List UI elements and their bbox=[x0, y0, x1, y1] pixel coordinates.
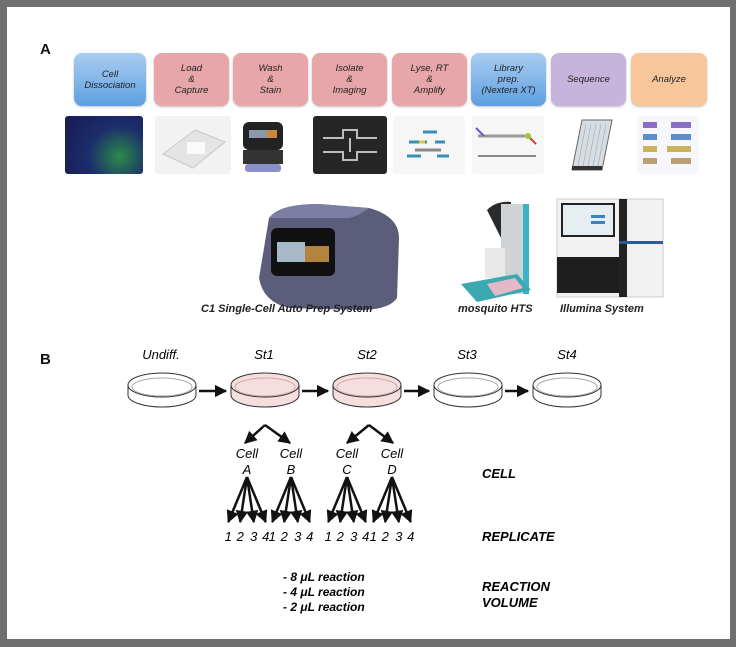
step-wash-stain: Wash & Stain bbox=[233, 53, 308, 106]
replicate-label: 3 bbox=[294, 529, 302, 544]
experiment-design-diagram: Undiff. St1 St2 St3 St4 bbox=[127, 347, 602, 614]
replicate-arrow bbox=[289, 476, 312, 524]
stage-title-st1: St1 bbox=[254, 347, 274, 362]
panel-b-label: B bbox=[40, 351, 51, 368]
replicate-label: 4 bbox=[362, 529, 369, 544]
replicate-label: 1 bbox=[370, 529, 377, 544]
replicate-label: 4 bbox=[306, 529, 313, 544]
caption-c1-system: C1 Single-Cell Auto Prep System bbox=[201, 303, 373, 315]
replicate-label: 4 bbox=[262, 529, 269, 544]
replicate-arrow bbox=[245, 476, 259, 524]
replicate-label: 3 bbox=[350, 529, 358, 544]
step-cell-dissociation: Cell Dissociation bbox=[74, 53, 146, 106]
flow-cell-image bbox=[566, 116, 618, 174]
stage-title-undiff: Undiff. bbox=[142, 347, 180, 362]
c1-system-image bbox=[249, 198, 401, 311]
step-lyse-rt-amplify: Lyse, RT & Amplify bbox=[392, 53, 467, 106]
level-label-replicate: REPLICATE bbox=[482, 529, 555, 544]
dish-st2 bbox=[332, 372, 402, 408]
replicate-arrow bbox=[226, 476, 249, 524]
replicate-label: 2 bbox=[381, 529, 390, 544]
cell-id: A bbox=[242, 462, 252, 477]
cell-word: Cell bbox=[280, 446, 304, 461]
stage-title-st2: St2 bbox=[357, 347, 377, 362]
level-label-cell: CELL bbox=[482, 466, 516, 481]
caption-illumina-system: Illumina System bbox=[560, 303, 644, 315]
replicate-arrow bbox=[345, 476, 359, 524]
replicate-arrow bbox=[326, 476, 349, 524]
cell-id: C bbox=[342, 462, 352, 477]
illumina-system-image bbox=[555, 197, 665, 299]
figure-canvas: A Cell Dissociation Load & Capture Wash … bbox=[7, 7, 730, 639]
cell-word: Cell bbox=[336, 446, 360, 461]
replicate-label: 1 bbox=[269, 529, 276, 544]
fluorescence-cells-image bbox=[65, 116, 143, 174]
cell-id: D bbox=[387, 462, 396, 477]
arrows-st2-to-cells bbox=[346, 424, 394, 444]
mosquito-hts-image bbox=[457, 198, 539, 306]
tagmentation-image bbox=[472, 116, 544, 174]
reaction-4ul: - 4 μL reaction bbox=[283, 585, 365, 599]
stage-title-st4: St4 bbox=[557, 347, 577, 362]
replicate-label: 3 bbox=[395, 529, 403, 544]
c1-chip-carrier-image bbox=[239, 116, 287, 174]
replicate-label: 1 bbox=[225, 529, 232, 544]
step-sequence: Sequence bbox=[551, 53, 626, 106]
dish-st4 bbox=[532, 372, 602, 408]
replicate-arrow bbox=[279, 476, 293, 524]
replicate-label: 2 bbox=[336, 529, 345, 544]
step-library-prep: Library prep. (Nextera XT) bbox=[471, 53, 546, 106]
reaction-2ul: - 2 μL reaction bbox=[283, 600, 365, 614]
caption-mosquito-hts: mosquito HTS bbox=[458, 303, 533, 315]
replicate-label: 2 bbox=[280, 529, 289, 544]
reaction-8ul: - 8 μL reaction bbox=[283, 570, 365, 584]
replicate-arrow bbox=[371, 476, 394, 524]
replicate-arrow bbox=[235, 476, 249, 524]
ifc-chip-image bbox=[155, 116, 231, 174]
panel-a-label: A bbox=[40, 41, 51, 58]
stage-title-st3: St3 bbox=[457, 347, 477, 362]
replicate-label: 1 bbox=[325, 529, 332, 544]
dish-st3 bbox=[433, 372, 503, 408]
replicate-arrow bbox=[289, 476, 303, 524]
replicate-arrow bbox=[380, 476, 394, 524]
dish-undiff bbox=[127, 372, 197, 408]
replicate-label: 2 bbox=[236, 529, 245, 544]
heatmap-analysis-image bbox=[637, 116, 699, 174]
replicate-arrow bbox=[390, 476, 404, 524]
cell-id: B bbox=[287, 462, 296, 477]
cell-word: Cell bbox=[236, 446, 260, 461]
step-analyze: Analyze bbox=[631, 53, 707, 106]
capture-site-micrograph-image bbox=[313, 116, 387, 174]
cdna-fragments-image bbox=[393, 116, 465, 174]
step-load-capture: Load & Capture bbox=[154, 53, 229, 106]
replicate-arrow bbox=[390, 476, 413, 524]
replicate-label: 3 bbox=[250, 529, 258, 544]
replicate-arrow bbox=[345, 476, 368, 524]
replicate-label: 4 bbox=[407, 529, 414, 544]
arrows-st1-to-cells bbox=[244, 423, 292, 445]
dish-st1 bbox=[230, 372, 300, 408]
replicate-arrow bbox=[270, 476, 293, 524]
replicate-arrow bbox=[245, 476, 268, 524]
cell-word: Cell bbox=[381, 446, 405, 461]
step-isolate-imaging: Isolate & Imaging bbox=[312, 53, 387, 106]
replicate-arrow bbox=[335, 476, 349, 524]
level-label-volume: VOLUME bbox=[482, 595, 538, 610]
level-label-reaction: REACTION bbox=[482, 579, 551, 594]
